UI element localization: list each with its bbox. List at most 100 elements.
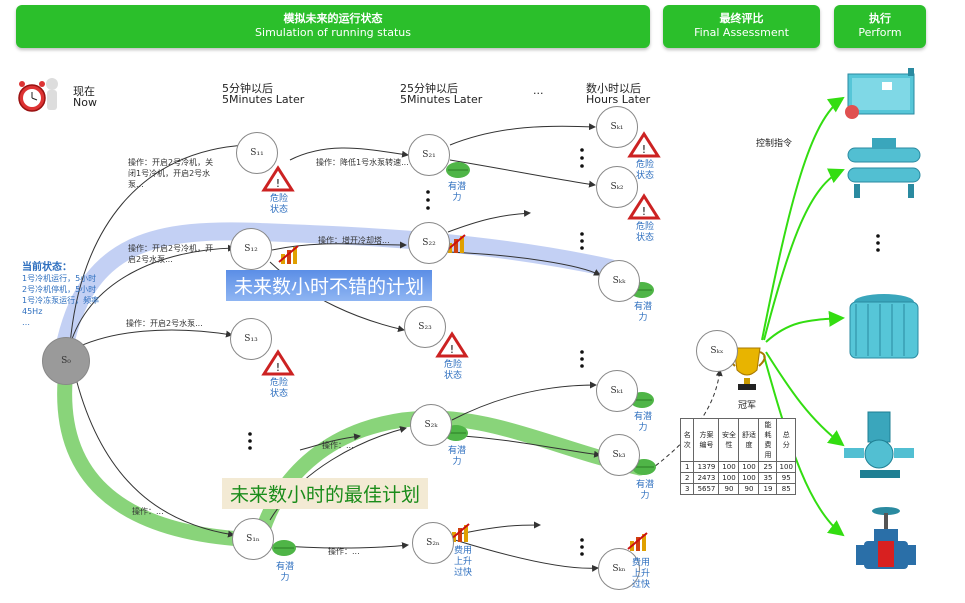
best-plan-label: 未来数小时的最佳计划 [222,478,429,509]
table-cell: 95 [776,472,796,484]
cooling-tower-icon [842,290,926,368]
current-state: 当前状态： 1号冷机运行，5小时 2号冷机停机，5小时 1号冷冻泵运行，频率 4… [22,262,99,328]
score-table: 名次 方案编号 安全性 舒适度 能耗费用 总分 1 1379 100 100 2… [679,418,796,495]
current-state-line: … [22,318,30,327]
table-cell: 25 [758,461,778,473]
state-node-sk1b: Sₖ₁ [596,370,638,412]
leaf-icon [272,540,296,556]
warning-icon: ! [435,331,469,358]
now-zh: 现在 [73,85,95,98]
state-node-s1n: S₁ₙ [232,518,274,560]
score-header-cell: 安全性 [718,418,740,462]
state-node-sk3: Sₖ₃ [598,434,640,476]
operation-label: 操作：开启2号冷机，关闭1号冷机，开启2号水泵... [128,158,214,189]
svg-text:!: ! [450,343,454,356]
perform-header-en: Perform [858,26,902,39]
svg-text:!: ! [642,143,646,156]
table-row: 2 2473 100 100 35 95 [679,472,796,484]
operation-label: 操作：... [328,547,360,556]
score-header-cell: 舒适度 [738,418,760,462]
danger-label: 危险状态 [635,222,654,243]
state-node-s0: S₀ [42,337,90,385]
current-state-title: 当前状态： [22,262,72,273]
best-plan-band [57,362,648,548]
potential-label: 有潜力 [635,480,654,501]
state-node-sk2: Sₖ₂ [596,166,638,208]
simulation-header-zh: 模拟未来的运行状态 [283,12,383,25]
svg-text:!: ! [276,177,280,190]
table-cell: 85 [776,483,796,495]
table-cell: 1 [679,461,695,473]
current-state-line: 1号冷冻泵运行，频率 [22,296,100,305]
operation-label: 操作：开启2号冷机，开启2号水泵... [128,244,214,264]
state-node-s21: S₂₁ [408,134,450,176]
timeline-dots: ... [533,84,544,97]
state-node-s12: S₁₂ [230,228,272,270]
t25-en: 5Minutes Later [400,93,483,106]
cost-up-icon [627,532,648,551]
champion-label: 冠军 [738,401,757,411]
potential-label: 有潜力 [447,446,466,467]
state-node-s23: S₂₃ [404,306,446,348]
assessment-header-en: Final Assessment [694,26,789,39]
danger-label: 危险状态 [635,160,654,181]
warning-icon: ! [261,349,295,376]
table-row: 1 1379 100 100 25 100 [679,461,796,473]
state-node-s13: S₁₃ [230,318,272,360]
table-cell: 100 [718,472,740,484]
state-node-skn: Sₖₙ [598,548,640,590]
table-cell: 35 [758,472,778,484]
potential-label: 有潜力 [447,182,466,203]
warning-icon: ! [627,193,661,220]
table-cell: 90 [738,483,760,495]
score-table-header: 名次 方案编号 安全性 舒适度 能耗费用 总分 [679,418,796,462]
hours-en: Hours Later [586,93,651,106]
pump-icon [842,408,918,482]
cost-up-label: 费用上升过快 [453,546,472,578]
table-cell: 3 [679,483,695,495]
table-cell: 100 [738,472,760,484]
operation-label: 操作：降低1号水泵转速... [316,158,409,167]
warning-icon: ! [627,131,661,158]
table-cell: 2473 [693,472,720,484]
perform-header-zh: 执行 [869,12,891,25]
danger-label: 危险状态 [269,378,288,399]
state-node-skk: Sₖₖ [598,260,640,302]
assessment-header-zh: 最终评比 [719,12,764,25]
score-header-cell: 名次 [679,418,695,462]
cost-up-icon [278,245,299,264]
table-cell: 19 [758,483,778,495]
table-row: 3 5657 90 90 19 85 [679,483,796,495]
score-header-cell: 总分 [776,418,796,462]
leaf-icon [446,162,470,178]
current-state-line: 2号冷机停机，5小时 [22,285,97,294]
valve-icon [856,505,916,577]
state-node-s2k: S₂ₖ [410,404,452,446]
score-header-cell: 能耗费用 [758,418,778,462]
hours-zh: 数小时以后 [586,82,641,95]
chiller-icon [842,136,926,202]
potential-label: 有潜力 [633,302,652,323]
operation-label: 操作：增开冷却塔... [318,236,390,245]
simulation-header-en: Simulation of running status [255,26,411,39]
current-state-line: 45Hz [22,307,43,316]
alarm-clock-icon [18,78,58,112]
table-cell: 2 [679,472,695,484]
simulation-header: 模拟未来的运行状态 Simulation of running status [16,5,650,48]
table-cell: 100 [776,461,796,473]
potential-label: 有潜力 [275,562,294,583]
control-label: 控制指令 [756,139,793,149]
danger-label: 危险状态 [269,194,288,215]
perform-header: 执行 Perform [834,5,926,48]
operation-label: 操作：... [132,507,164,516]
t25-zh: 25分钟以后 [400,82,458,95]
operation-label: 操作：... [322,441,354,450]
svg-text:!: ! [642,205,646,218]
state-node-s2n: S₂ₙ [412,522,454,564]
state-node-sk1: Sₖ₁ [596,106,638,148]
table-cell: 1379 [693,461,720,473]
score-header-cell: 方案编号 [693,418,720,462]
table-cell: 5657 [693,483,720,495]
t5-en: 5Minutes Later [222,93,305,106]
table-cell: 100 [718,461,740,473]
